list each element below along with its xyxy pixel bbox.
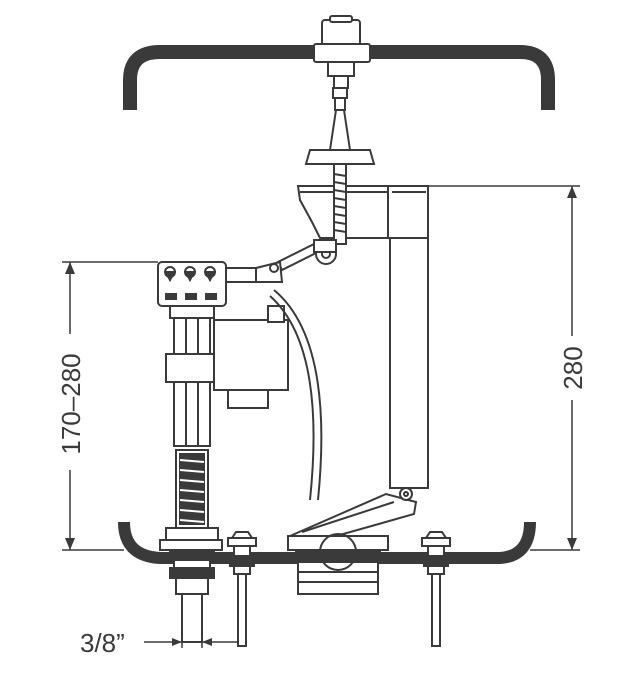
- overflow-pipe: [387, 185, 429, 489]
- fill-valve-base: [159, 527, 223, 643]
- fill-valve-head: [157, 260, 284, 307]
- tank-bolt-right: [421, 531, 451, 647]
- fill-valve-height-label: 170–280: [56, 353, 86, 454]
- lever-arm: [276, 236, 337, 272]
- dimension-inlet: [144, 620, 238, 648]
- push-rod: [304, 87, 376, 165]
- overflow-height-label: 280: [558, 346, 588, 389]
- flapper: [286, 487, 418, 542]
- label-bg-right: [558, 336, 586, 400]
- push-button-assembly: [313, 15, 371, 89]
- fill-tube: [273, 289, 323, 501]
- threaded-rod: [333, 163, 347, 245]
- tank-bolt-left: [227, 531, 257, 647]
- flush-valve-body: [287, 533, 389, 595]
- inlet-size-label: 3/8”: [80, 628, 125, 658]
- float-cup: [213, 305, 289, 409]
- fill-valve-shaft: [165, 305, 219, 447]
- fill-valve-thread: [175, 449, 209, 529]
- label-bg-left: [56, 334, 84, 470]
